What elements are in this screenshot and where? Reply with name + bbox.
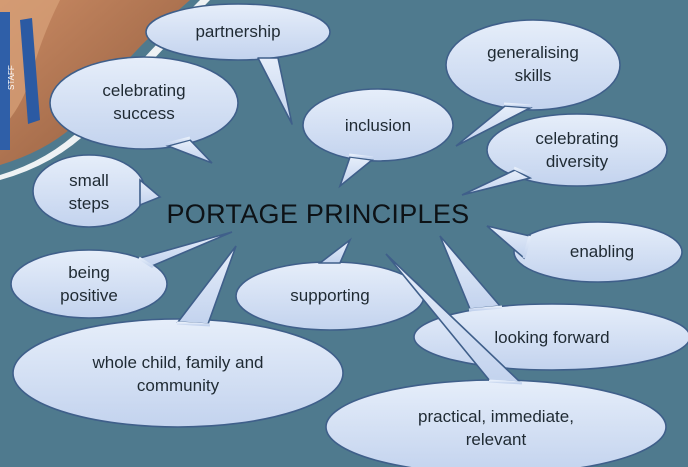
bubble-being-positive [10, 231, 233, 319]
bubble-label-small-steps: small steps [68, 171, 110, 213]
bubble-generalising-skills [445, 19, 621, 147]
bubble-label-celebrating-success: celebrating success [102, 81, 186, 123]
bubble-label-partnership: partnership [195, 21, 281, 41]
badge-text: STAFF [7, 65, 16, 90]
bubble-inclusion [302, 88, 454, 189]
bubble-label-celebrating-diversity: celebrating diversity [535, 129, 619, 171]
diagram-title: PORTAGE PRINCIPLES [166, 198, 470, 229]
bubble-small-steps [32, 154, 162, 228]
bubble-celebrating-diversity [461, 113, 668, 196]
bubble-enabling [486, 221, 683, 283]
bubble-label-generalising-skills: generalising skills [487, 43, 579, 85]
bubble-practical [325, 253, 667, 467]
bubble-partnership [145, 3, 331, 125]
bubble-label-inclusion: inclusion [344, 115, 412, 135]
bubble-label-practical: practical, immediate, relevant [418, 407, 574, 449]
bubble-label-being-positive: being positive [60, 263, 118, 305]
bubble-supporting [235, 237, 425, 331]
bubble-whole-child [12, 245, 344, 428]
bubble-label-enabling: enabling [569, 241, 635, 261]
bubble-label-supporting: supporting [290, 285, 370, 305]
bubble-label-whole-child: whole child, family and community [92, 353, 264, 395]
bubble-celebrating-success [49, 56, 239, 164]
bubble-label-looking-forward: looking forward [494, 327, 610, 347]
